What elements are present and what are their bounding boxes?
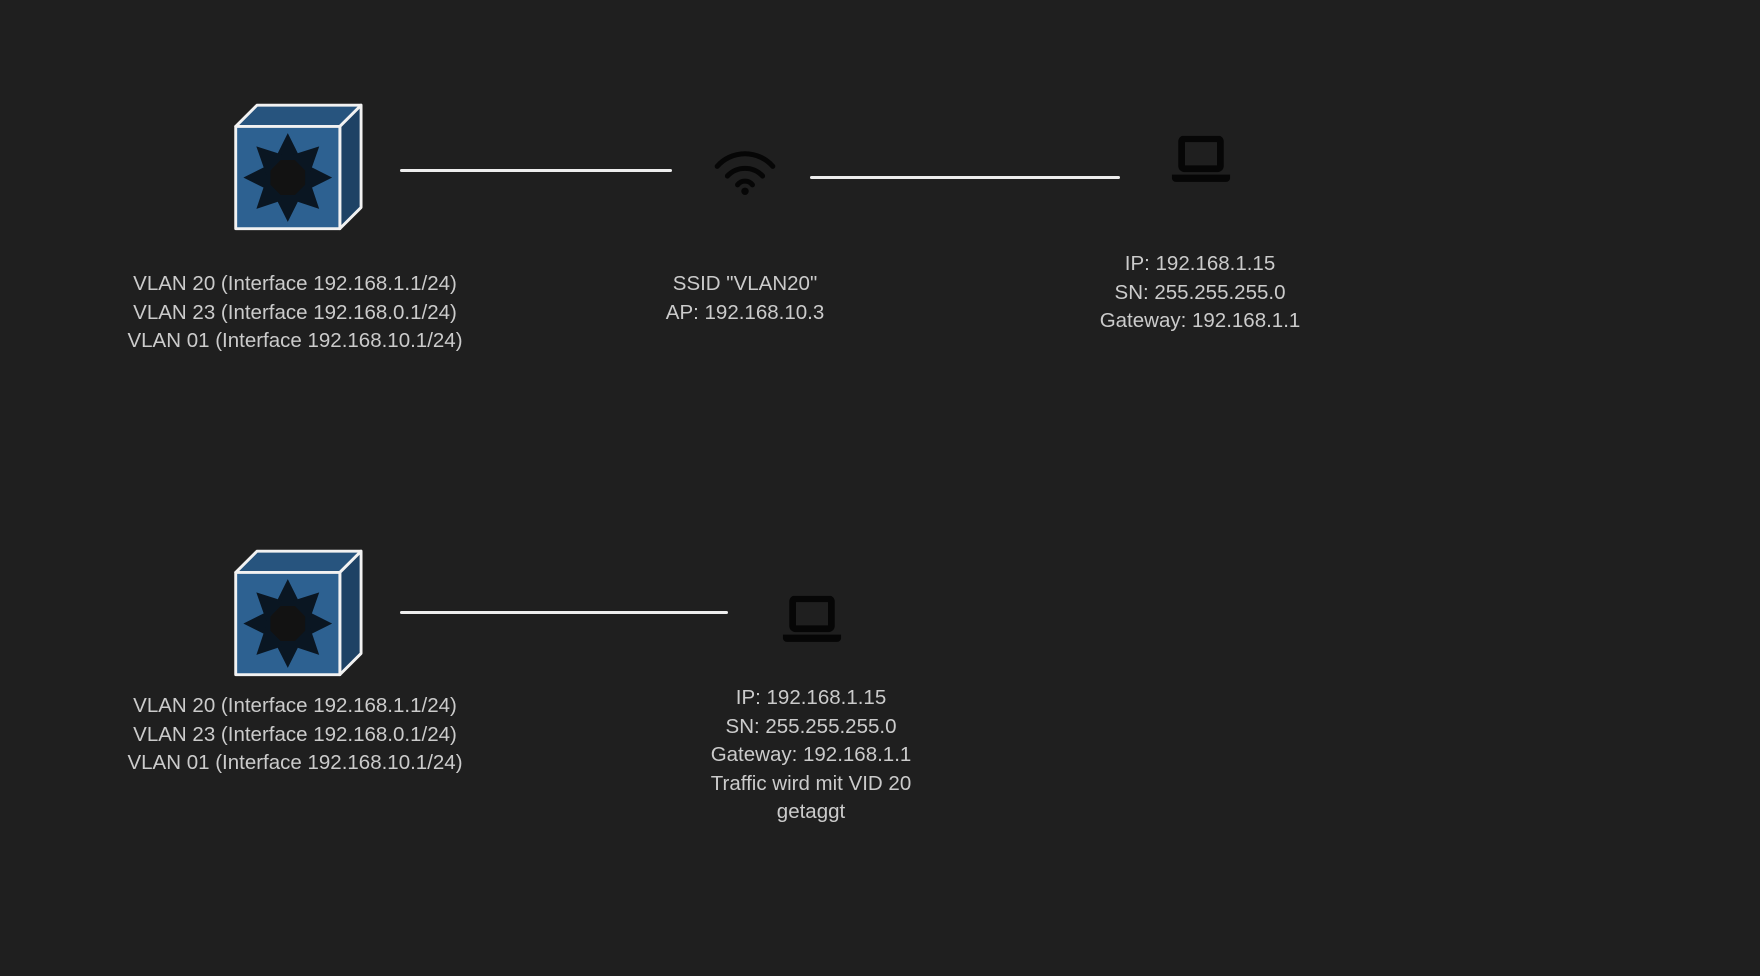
- switch-icon: [228, 95, 363, 235]
- label-line: IP: 192.168.1.15: [1124, 252, 1276, 275]
- switch-config-label: VLAN 20 (Interface 192.168.1.1/24) VLAN …: [45, 692, 545, 778]
- label-line: SSID "VLAN20": [672, 272, 818, 295]
- label-line: Gateway: 192.168.1.1: [710, 743, 912, 766]
- label-line: VLAN 20 (Interface 192.168.1.1/24): [133, 272, 457, 295]
- label-line: SN: 255.255.255.0: [1114, 280, 1286, 304]
- laptop-icon: [1170, 135, 1232, 187]
- switch-config-label: VLAN 20 (Interface 192.168.1.1/24) VLAN …: [45, 270, 545, 356]
- label-line: VLAN 20 (Interface 192.168.1.1/24): [133, 694, 457, 717]
- label-line: SN: 255.255.255.0: [725, 714, 897, 738]
- connection-line: [810, 176, 1120, 179]
- label-line: VLAN 01 (Interface 192.168.10.1/24): [127, 329, 463, 352]
- label-line: AP: 192.168.10.3: [665, 300, 825, 324]
- label-line: VLAN 01 (Interface 192.168.10.1/24): [127, 751, 463, 774]
- switch-icon: [228, 541, 363, 681]
- label-line: Gateway: 192.168.1.1: [1099, 309, 1301, 332]
- access-point-label: SSID "VLAN20" AP: 192.168.10.3: [545, 270, 945, 327]
- laptop-icon: [781, 595, 843, 647]
- label-line: VLAN 23 (Interface 192.168.0.1/24): [133, 722, 457, 746]
- connection-line: [400, 611, 728, 614]
- host-config-label: IP: 192.168.1.15 SN: 255.255.255.0 Gatew…: [1000, 250, 1400, 336]
- host-config-label: IP: 192.168.1.15 SN: 255.255.255.0 Gatew…: [611, 684, 1011, 827]
- label-line: VLAN 23 (Interface 192.168.0.1/24): [133, 300, 457, 324]
- label-line: getaggt: [776, 800, 846, 823]
- wifi-icon: [710, 145, 780, 195]
- label-line: IP: 192.168.1.15: [735, 686, 887, 709]
- label-line: Traffic wird mit VID 20: [710, 771, 912, 795]
- connection-line: [400, 169, 672, 172]
